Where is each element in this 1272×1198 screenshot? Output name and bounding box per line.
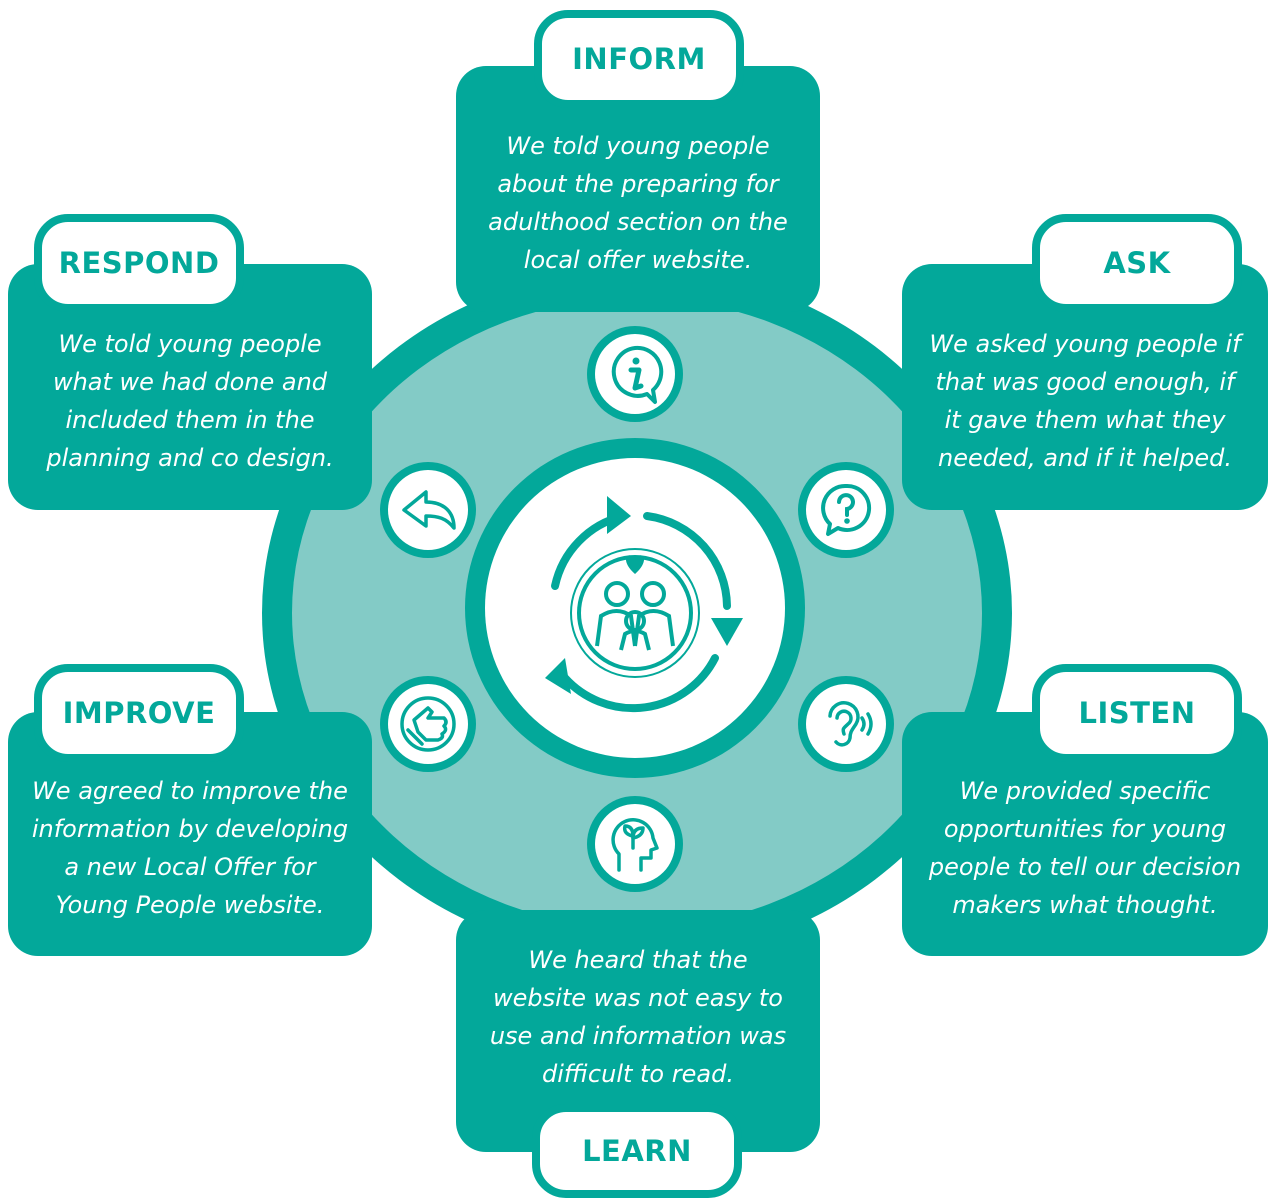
head-growth-icon	[587, 796, 683, 892]
improve-label: IMPROVE	[34, 664, 244, 762]
inform-text-line: adulthood section on the	[488, 208, 788, 236]
ask-text-line: needed, and if it helped.	[938, 444, 1232, 472]
respond-text-line: planning and co design.	[46, 444, 334, 472]
improve-text-line: a new Local Offer for	[64, 853, 316, 881]
respond-label: RESPOND	[34, 214, 244, 312]
reply-arrow-icon	[380, 462, 476, 558]
question-speech-bubble-icon	[798, 462, 894, 558]
people-cycle-icon	[545, 496, 743, 713]
ask-label: ASK	[1032, 214, 1242, 312]
thumbs-up-icon	[380, 676, 476, 772]
respond-text-line: included them in the	[65, 406, 315, 434]
info-speech-bubble-icon	[587, 326, 683, 422]
inform-box: We told young people about the preparing…	[456, 66, 820, 312]
inform-label: INFORM	[534, 10, 744, 108]
learn-text-line: use and information was	[489, 1022, 787, 1050]
improve-text-line: We agreed to improve the	[32, 777, 348, 805]
listen-text-line: opportunities for young	[943, 815, 1227, 843]
inform-text-line: about the preparing for	[497, 170, 779, 198]
respond-text-line: what we had done and	[52, 368, 328, 396]
improve-text-line: information by developing	[31, 815, 349, 843]
learn-text-line: website was not easy to	[493, 984, 783, 1012]
listen-text-line: makers what thought.	[952, 891, 1218, 919]
learn-label: LEARN	[532, 1104, 742, 1198]
ask-text-line: that was good enough, if	[935, 368, 1235, 396]
learn-text-line: We heard that the	[528, 946, 748, 974]
inform-text-line: local offer website.	[523, 246, 753, 274]
listen-text-line: people to tell our decision	[928, 853, 1242, 881]
ear-icon	[798, 676, 894, 772]
listen-text-line: We provided specific	[959, 777, 1211, 805]
inform-text-line: We told young people	[506, 132, 770, 160]
improve-text-line: Young People website.	[55, 891, 325, 919]
learn-box: We heard that the website was not easy t…	[456, 910, 820, 1152]
ask-text-line: We asked young people if	[929, 330, 1241, 358]
respond-text-line: We told young people	[58, 330, 322, 358]
listen-label: LISTEN	[1032, 664, 1242, 762]
ask-text-line: it gave them what they	[944, 406, 1226, 434]
learn-text-line: difficult to read.	[542, 1060, 734, 1088]
